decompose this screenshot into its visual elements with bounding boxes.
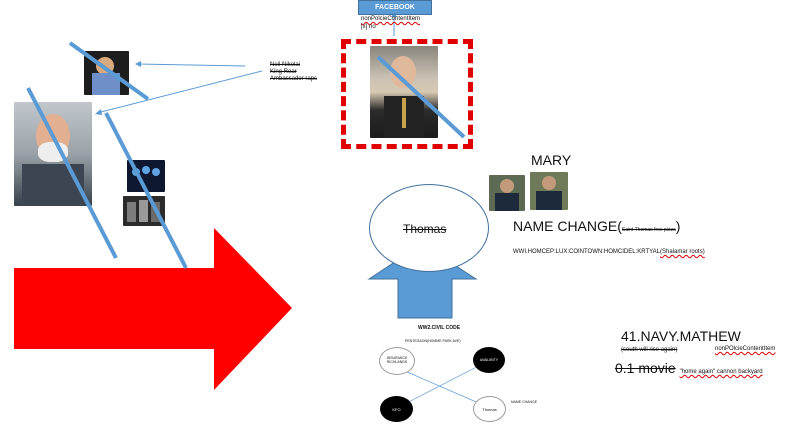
name-change-strike: Saint Thomas free pizza: [621, 227, 676, 233]
node-availability-label: AVAILIBITY: [479, 358, 499, 362]
movie-title: 0.1 movie: [615, 360, 676, 376]
movie-line: 0.1 movie "home again" cannon backyard: [615, 360, 763, 376]
officer-photo-2: [530, 172, 568, 210]
name-change-text: NAME CHANGE(: [513, 218, 622, 234]
name-change-close: ): [675, 218, 681, 234]
note-line-3: Ambassador raps: [270, 76, 318, 82]
code-line: WWI.HOMCEP:LUX:COINTOWN:HOMCIDEL:KRTYAL(…: [513, 249, 705, 255]
slash-line-1: [68, 41, 150, 101]
thomas-ellipse: [369, 184, 489, 272]
connector-arrowhead-1: [135, 61, 141, 67]
movie-note: "home again" cannon backyard: [679, 369, 763, 375]
node-kfo: [380, 396, 413, 422]
node-thomas: [473, 396, 506, 422]
diagram-connector-2: [396, 359, 491, 409]
officer-photo-1: [489, 175, 525, 211]
connector-line-2: [96, 70, 263, 114]
diagram-subtitle: PENTEGAON(HOMME PARK AVE): [405, 339, 461, 343]
name-change-line: NAME CHANGE(Saint Thomas free pizza): [513, 218, 680, 234]
node-thomas-label: Thomas: [482, 407, 497, 412]
slash-line-4: [376, 55, 466, 139]
facebook-checkbox-note: [x] no: [361, 24, 376, 30]
navy-title: 41.NAVY.MATHEW: [621, 328, 741, 344]
connector-line-1: [136, 63, 246, 67]
node-kfo-label: KFO: [392, 407, 401, 412]
diagram-name-change-note: NAME CHANGE: [511, 400, 538, 404]
node-insurance: [379, 347, 415, 375]
diagram-title: WW2.CIVIL CODE: [418, 325, 461, 331]
facebook-box: FACEBOOK: [358, 0, 432, 15]
thomas-label: Thomas: [403, 222, 447, 236]
node-insurance-label: INSURANCE RICHLANDS: [386, 356, 408, 364]
navy-content-item: nonPOlcieContentItem: [715, 346, 776, 352]
slash-line-2: [26, 87, 118, 259]
code-line-strike: (Shalamar roots): [660, 249, 705, 255]
slash-line-3: [104, 112, 188, 269]
facebook-content-item: nonPolcieContentItem: [361, 16, 421, 22]
note-line-1: Neil Nikolai: [270, 62, 301, 68]
connector-arrowhead-2: [95, 109, 102, 115]
big-red-arrow: [14, 228, 292, 390]
node-availability: [473, 347, 505, 373]
code-line-text: WWI.HOMCEP:LUX:COINTOWN:HOMCIDEL:KRTYAL: [513, 249, 661, 255]
note-line-2: King Rear: [270, 69, 297, 75]
navy-strike-note: (south will rise again): [621, 347, 678, 353]
red-dashed-frame: [341, 39, 473, 149]
mary-label: MARY: [531, 152, 572, 168]
